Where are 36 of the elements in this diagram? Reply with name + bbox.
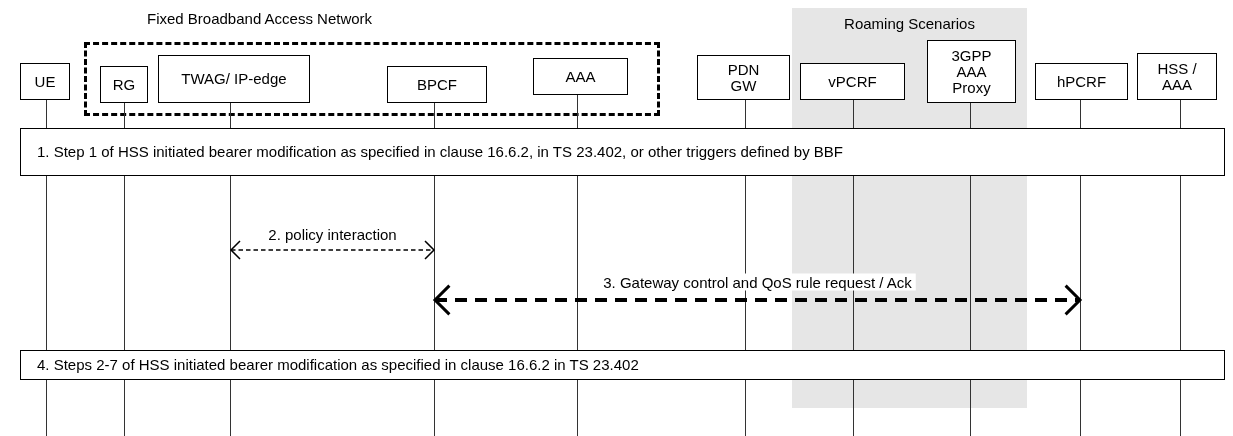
participant-box <box>20 63 70 100</box>
participant-box <box>533 58 628 95</box>
lifeline <box>745 100 746 436</box>
lifeline <box>1080 100 1081 436</box>
participant-box <box>697 55 790 100</box>
band-title: Roaming Scenarios <box>844 16 975 32</box>
participant-name: PDN GW <box>726 61 761 94</box>
step-box <box>20 128 1225 176</box>
lifeline <box>124 100 125 436</box>
lifeline <box>46 100 47 436</box>
participant-name: AAA <box>565 68 596 85</box>
step-box <box>20 350 1225 380</box>
participant-box <box>1137 53 1217 100</box>
lifeline <box>970 103 971 436</box>
participant-box <box>1035 63 1128 100</box>
participant-name: RG <box>112 76 136 93</box>
participant-box <box>158 55 310 103</box>
participant-name: vPCRF <box>828 73 877 90</box>
step-text: 1. Step 1 of HSS initiated bearer modification as specified in clause 16.6.2, in TS 23.402, or other triggers defined by BBF <box>37 144 843 160</box>
lifeline <box>853 100 854 436</box>
participant-box <box>927 40 1016 103</box>
participant-name: 3GPP AAA Proxy <box>950 47 993 96</box>
participant-name: HSS / AAA <box>1156 60 1198 93</box>
participant-name: hPCRF <box>1056 73 1107 90</box>
participant-name: TWAG/ IP-edge <box>181 71 287 87</box>
lifeline <box>230 100 231 436</box>
group-title: Fixed Broadband Access Network <box>147 11 373 27</box>
participant-box <box>100 66 148 103</box>
participant-name: BPCF <box>417 76 457 93</box>
participant-name: UE <box>34 73 56 90</box>
participant-box <box>800 63 905 100</box>
step-text: 4. Steps 2-7 of HSS initiated bearer modification as specified in clause 16.6.2 in TS 23.402 <box>37 357 639 373</box>
participant-box <box>387 66 487 103</box>
lifeline <box>434 100 435 436</box>
lifeline <box>577 92 578 436</box>
lifeline <box>1180 100 1181 436</box>
